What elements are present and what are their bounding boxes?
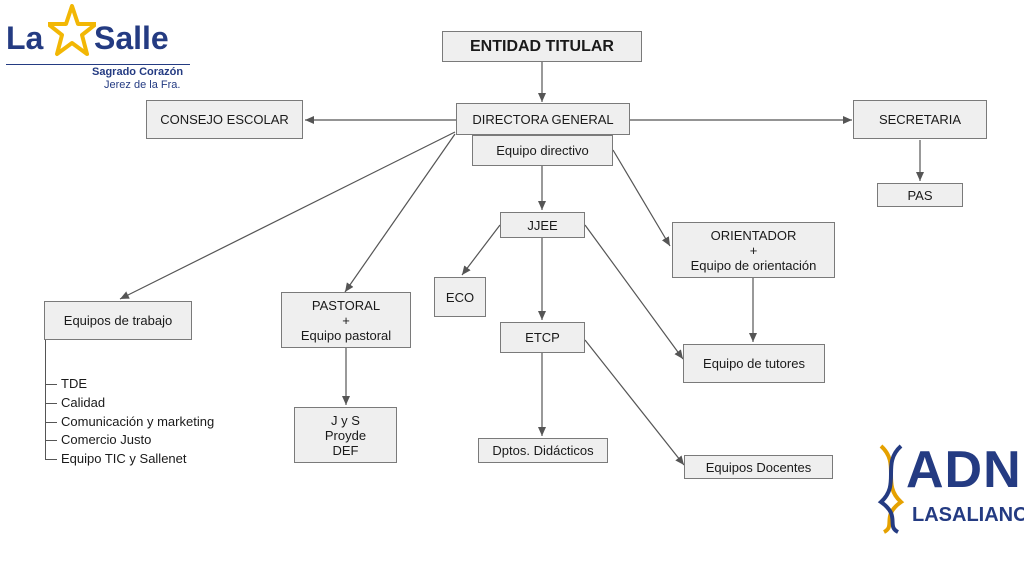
edge-jjee-tutores (584, 224, 684, 360)
node-dptos-didacticos: Dptos. Didácticos (478, 438, 608, 463)
node-pas: PAS (877, 183, 963, 207)
node-consejo-escolar: CONSEJO ESCOLAR (146, 100, 303, 139)
lasalle-logo-part2: Salle (94, 20, 169, 56)
node-jjee: JJEE (500, 212, 585, 238)
edge-jjee-eco (461, 224, 501, 276)
node-eco: ECO (434, 277, 486, 317)
lasalle-logo-part1: La (6, 20, 44, 56)
node-etcp: ETCP (500, 322, 585, 353)
node-equipos-docentes: Equipos Docentes (684, 455, 833, 479)
edge-directora-pastoral (344, 133, 456, 293)
list-item: Comunicación y marketing (45, 414, 214, 429)
logo-rule (6, 64, 190, 65)
list-connector (45, 340, 46, 460)
list-item: Calidad (45, 395, 105, 410)
node-equipo-directivo: Equipo directivo (472, 135, 613, 166)
edge-directivo-orientador (612, 149, 671, 247)
lasalle-logo-line1: Sagrado Corazón (92, 66, 184, 78)
list-item: Equipo TIC y Sallenet (45, 451, 187, 466)
node-directora-general: DIRECTORA GENERAL (456, 103, 630, 135)
node-entidad-titular: ENTIDAD TITULAR (442, 31, 642, 62)
list-item: Comercio Justo (45, 432, 151, 447)
adn-lasaliano-logo: ADN LASALIANO (876, 440, 1024, 535)
list-item: TDE (45, 376, 87, 391)
node-orientador: ORIENTADOR + Equipo de orientación (672, 222, 835, 278)
work-teams-list: TDE Calidad Comunicación y marketing Com… (45, 340, 275, 470)
node-jys-proyde-def: J y S Proyde DEF (294, 407, 397, 463)
star-icon (48, 4, 96, 56)
node-secretaria: SECRETARIA (853, 100, 987, 139)
lasalle-logo: La Salle Sagrado Corazón Jerez de la Fra… (6, 4, 196, 92)
lasalle-logo-line2: Jerez de la Fra. (104, 79, 181, 91)
edge-directora-equipos (119, 131, 456, 300)
adn-logo-big: ADN (906, 441, 1022, 499)
edge-etcp-docentes (584, 339, 685, 466)
node-equipo-tutores: Equipo de tutores (683, 344, 825, 383)
dna-helix-icon (877, 444, 905, 534)
node-pastoral: PASTORAL + Equipo pastoral (281, 292, 411, 348)
adn-logo-small: LASALIANO (912, 504, 1024, 526)
node-equipos-trabajo: Equipos de trabajo (44, 301, 192, 340)
